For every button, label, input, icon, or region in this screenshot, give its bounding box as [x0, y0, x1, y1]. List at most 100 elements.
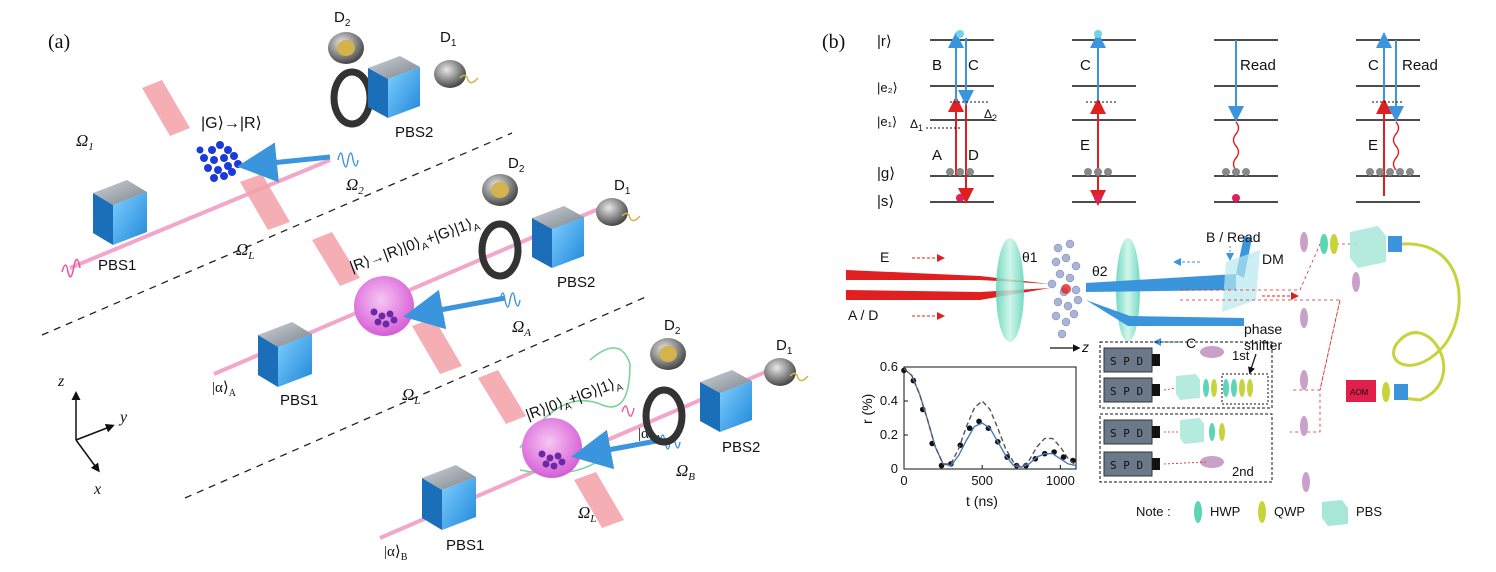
atom-g-4-4	[1406, 168, 1414, 176]
label-read-4: Read	[1402, 57, 1438, 74]
x-tick-label: 1000	[1046, 473, 1075, 488]
control-beam-upper-3	[478, 370, 526, 424]
b-read-label: B / Read	[1206, 229, 1260, 245]
pbs2-label-2: PBS2	[557, 274, 595, 291]
mirror-7	[1200, 346, 1224, 358]
d1-label-1: D1	[440, 29, 457, 49]
setup-2: |α⟩A PBS1 |R⟩→|R⟩|0⟩A+|G⟩|1⟩A ΩA ΩL PBS2…	[212, 155, 641, 409]
atom-g-2-0	[1084, 168, 1092, 176]
atom-g-1-0	[946, 168, 954, 176]
atom-g-1-1	[956, 168, 964, 176]
fiber-coupler-lower	[1394, 384, 1408, 400]
phase-shifter-box	[1221, 373, 1269, 405]
chart-frame	[903, 366, 1077, 470]
beam-C	[1086, 300, 1244, 326]
label-E-2: E	[1080, 137, 1090, 154]
theta2-label: θ2	[1092, 263, 1108, 279]
emission-4	[1392, 121, 1400, 171]
omega2-beam	[237, 142, 331, 183]
qwp-upper	[1330, 234, 1338, 254]
level-r-label: |r⟩	[877, 33, 892, 50]
atom-g-4-0	[1366, 168, 1374, 176]
theta1-label: θ1	[1022, 249, 1038, 265]
atom-g-2-2	[1104, 168, 1112, 176]
d1-label-2: D1	[614, 177, 631, 197]
first-label: 1st	[1232, 348, 1250, 363]
spd-2b-label: S P D	[1110, 459, 1143, 472]
label-delta1: Δ1	[910, 117, 923, 133]
y-tick-label: 0.2	[880, 427, 898, 442]
atom-g-3-0	[1222, 168, 1230, 176]
atom-g-3-1	[1232, 168, 1240, 176]
mirror-5	[1300, 416, 1308, 436]
label-A: A	[932, 147, 942, 164]
pbs1-cube-1	[93, 180, 147, 245]
data-point	[976, 418, 982, 425]
control-beam-lower-1	[240, 174, 290, 230]
lens-1	[996, 238, 1024, 342]
atom-r-2	[1094, 30, 1102, 38]
y-tick-label: 0	[891, 461, 898, 476]
axis-y-label: y	[118, 409, 128, 426]
omegaB-label: ΩB	[676, 461, 695, 483]
solid-curve	[903, 368, 1077, 469]
x-tick-label: 500	[971, 473, 993, 488]
dm-label: DM	[1262, 251, 1284, 267]
pbs-upper	[1350, 226, 1386, 268]
optical-setup: E A / D θ1 z θ2 B / Read DM C	[846, 226, 1461, 492]
atom-cloud-1	[196, 141, 242, 182]
legend-hwp: HWP	[1210, 504, 1240, 519]
pbs1-label-3: PBS1	[446, 537, 484, 554]
d2-label-1: D2	[334, 9, 351, 29]
legend-note: Note :	[1136, 504, 1171, 519]
spd-1a-label: S P D	[1110, 355, 1143, 368]
level-e2-label: |e₂⟩	[877, 80, 898, 95]
label-C-1: C	[968, 57, 979, 74]
y-tick-label: 0.6	[880, 359, 898, 374]
atom-s-1	[956, 194, 964, 202]
hwp-legend-icon	[1194, 501, 1202, 523]
mirror-1	[1300, 232, 1308, 252]
atom-g-1-2	[966, 168, 974, 176]
level-s-label: |s⟩	[877, 193, 894, 210]
axes-indicator: z y x	[57, 373, 128, 498]
atom-sphere-3	[522, 418, 582, 478]
omegaL-label-2: ΩL	[402, 385, 420, 407]
x-tick-label: 0	[900, 473, 907, 488]
omegaL-label-1: ΩL	[236, 240, 254, 262]
pbs1-cube-2	[258, 322, 312, 387]
atom-g-2-1	[1094, 168, 1102, 176]
atom-g-3-2	[1242, 168, 1250, 176]
data-point	[1060, 454, 1067, 460]
d2-label-2: D2	[508, 155, 525, 175]
data-point	[966, 425, 973, 432]
pbs1-cube-3	[422, 465, 476, 530]
c-label: C	[1186, 335, 1196, 351]
label-D: D	[968, 147, 979, 164]
mirror-8	[1200, 456, 1224, 468]
state-label-1: |G⟩→|R⟩	[201, 115, 262, 132]
emission-3	[1232, 121, 1240, 171]
pbs2-cube-2	[532, 206, 584, 268]
atom-cloud-b	[1047, 239, 1083, 339]
mirror-4	[1300, 370, 1308, 390]
phase-shifter-label-1: phase	[1244, 321, 1282, 337]
omega2-label: Ω2	[346, 175, 364, 197]
omega2-wavepacket	[337, 152, 359, 168]
z-axis-label: z	[1081, 339, 1089, 355]
spd-group-2	[1099, 413, 1273, 483]
d2-label-3: D2	[664, 317, 681, 337]
omegaA-label: ΩA	[512, 317, 531, 339]
qwp-legend-icon	[1258, 501, 1266, 523]
separator-2	[184, 295, 649, 499]
pbs2-label-1: PBS2	[395, 124, 433, 141]
spd-1b-label: S P D	[1110, 385, 1143, 398]
spd-1a: S P D	[1103, 347, 1160, 373]
detector-d1-3	[764, 358, 796, 386]
atom-g-4-3	[1396, 168, 1404, 176]
pbs-legend-icon	[1322, 500, 1348, 526]
omegaA-beam	[403, 289, 506, 330]
atom-g-4-2	[1386, 168, 1394, 176]
atom-g-4-1	[1376, 168, 1384, 176]
legend-pbs: PBS	[1356, 504, 1382, 519]
